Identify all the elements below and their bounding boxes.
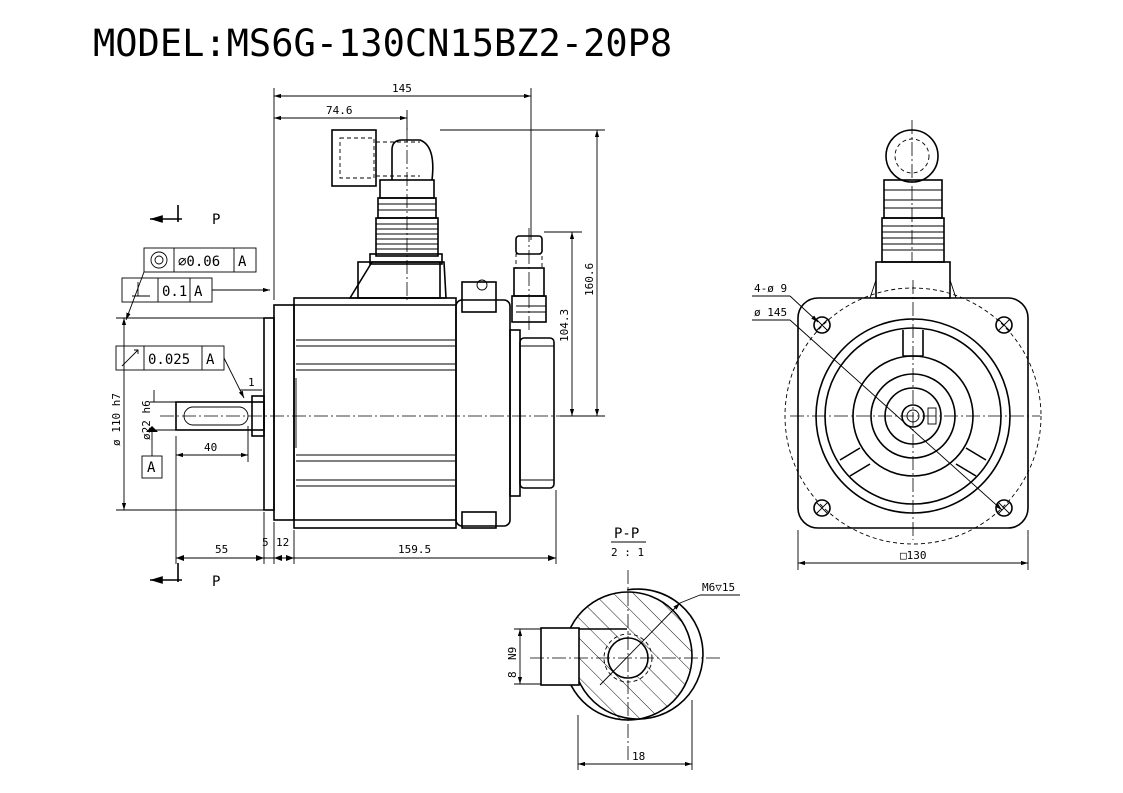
dim-shaft-dia: ø22 h6: [140, 400, 153, 440]
tol-concentricity-ref: A: [238, 254, 247, 270]
tol-runout-ref: A: [206, 352, 215, 368]
side-view: P P: [150, 128, 570, 590]
tol-concentricity-value: ∅0.06: [178, 254, 220, 270]
dim-74-6: 74.6: [326, 104, 353, 117]
tolerance-frames: ∅0.06 A 0.1 A 0.025 A A: [115, 247, 270, 479]
side-dimensions: 145 74.6 160.6 104.3 ø 110 h7 ø22 h6 40: [110, 82, 605, 564]
dim-145: 145: [392, 82, 412, 95]
section-width: 18: [632, 750, 645, 763]
tol-perp-ref: A: [194, 284, 203, 300]
dim-160-6: 160.6: [583, 263, 596, 296]
dim-55: 55: [215, 543, 228, 556]
dim-159-5: 159.5: [398, 543, 431, 556]
dim-shaft-key: 40: [204, 441, 217, 454]
dim-12: 12: [276, 536, 289, 549]
dim-bolt-holes: 4-ø 9: [754, 282, 787, 295]
section-key-width: N9: [506, 647, 519, 660]
tol-runout-value: 0.025: [148, 352, 190, 368]
tol-perp-value: 0.1: [162, 284, 187, 300]
section-thread: M6▽15: [702, 581, 735, 594]
front-view: [784, 120, 1042, 545]
section-key-depth: 8: [506, 671, 519, 678]
section-title: P-P: [614, 526, 639, 542]
dim-pcd: ø 145: [754, 306, 787, 319]
section-scale: 2 : 1: [611, 546, 644, 559]
dim-pilot-dia: ø 110 h7: [110, 393, 123, 446]
section-mark-top: P: [212, 212, 220, 228]
dim-5: 5: [262, 536, 269, 549]
dim-square: □130: [900, 549, 927, 562]
datum-a: A: [147, 460, 156, 476]
dim-chamfer: 1: [248, 376, 255, 389]
section-view: P-P 2 : 1 M6▽15 18 8 N9: [506, 526, 740, 770]
front-dimensions: 4-ø 9 ø 145 □130: [752, 282, 1029, 570]
section-mark-bottom: P: [212, 574, 220, 590]
model-title: MODEL:MS6G-130CN15BZ2-20P8: [93, 22, 672, 65]
dim-104-3: 104.3: [558, 309, 571, 342]
